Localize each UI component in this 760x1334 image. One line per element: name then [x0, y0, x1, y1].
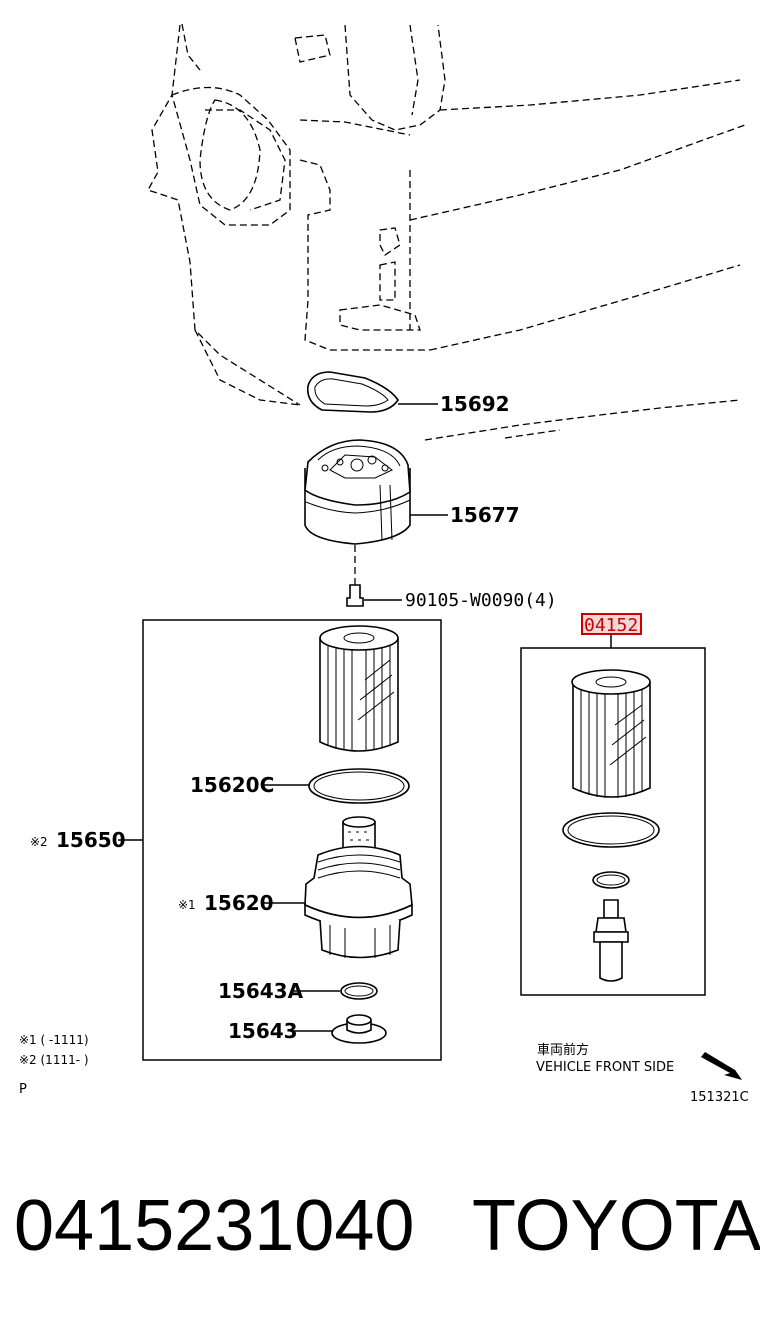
oring-large-right: [562, 812, 660, 848]
filter-cap-15620: ※1 15620: [178, 816, 413, 959]
drain-plug-15643: 15643: [228, 1014, 387, 1044]
label-15677: 15677: [450, 503, 520, 527]
oring-large-left: [308, 768, 410, 804]
footer-brand: TOYOTA: [472, 1186, 760, 1266]
direction-en: VEHICLE FRONT SIDE: [536, 1060, 674, 1075]
label-15650: 15650: [56, 828, 126, 852]
assembly-mark: ※2: [30, 835, 48, 849]
drain-nipple: [593, 899, 629, 982]
oring-small-right: [592, 871, 630, 889]
label-04152: 04152: [584, 615, 638, 636]
bolt-90105: 90105-W0090(4): [346, 545, 557, 611]
direction-jp: 車両前方: [537, 1042, 589, 1058]
label-15620: 15620: [204, 891, 274, 915]
housing-15677: 15677: [304, 439, 520, 545]
note-1: ※1 ( -1111): [19, 1033, 89, 1047]
label-15692: 15692: [440, 392, 510, 416]
figure-code: 151321C: [690, 1090, 749, 1105]
gasket-15692: 15692: [306, 371, 510, 416]
label-15643: 15643: [228, 1019, 298, 1043]
p-mark: P: [19, 1082, 27, 1097]
footer-part-number: 0415231040: [14, 1186, 415, 1266]
filter-element-right: [571, 669, 651, 798]
note-2: ※2 (1111- ): [19, 1053, 89, 1067]
oring-small-15643A: [340, 982, 378, 1000]
label-15620C: 15620C: [190, 773, 274, 797]
filter-element-left: [319, 625, 399, 752]
front-arrow-icon: [701, 1052, 742, 1080]
assembly-box-15650: ※2 15650 15620C ※1 15620: [30, 619, 442, 1061]
label-15643A: 15643A: [218, 979, 304, 1003]
label-90105: 90105-W0090(4): [405, 590, 557, 611]
kit-box-04152: 04152: [520, 613, 706, 996]
cap-mark: ※1: [178, 898, 196, 912]
engine-block-outline: [147, 23, 746, 441]
